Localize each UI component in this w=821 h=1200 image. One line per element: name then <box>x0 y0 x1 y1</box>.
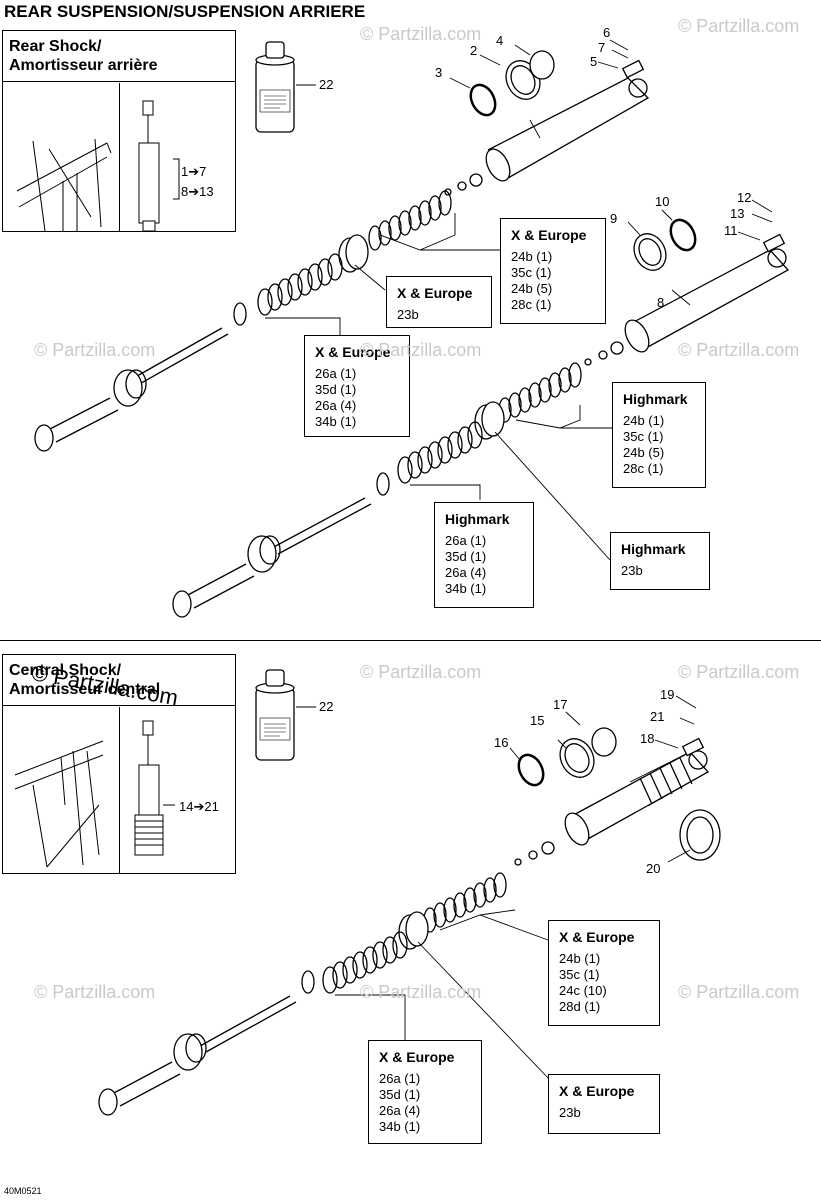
rear-range-1: 1➔7 <box>181 164 207 179</box>
rear-range-2: 8➔13 <box>181 184 214 199</box>
watermark: © Partzilla.com <box>678 662 800 682</box>
callout-rear-highmark-piston: Highmark 23b <box>610 532 710 590</box>
part-label-9: 9 <box>610 211 618 226</box>
rear-frame-sketch <box>16 100 180 231</box>
part-label-17: 17 <box>553 697 568 712</box>
watermark: © Partzilla.com <box>360 662 482 682</box>
oil-bottle-central <box>255 669 316 761</box>
rear-shock-assembly-1 <box>34 50 650 452</box>
part-label-5: 5 <box>590 54 598 69</box>
central-shock-assembly <box>98 727 721 1116</box>
part-label-21: 21 <box>650 709 665 724</box>
rear-shock-assembly-2 <box>172 218 790 618</box>
callout-central-xeurope-upper-spring: X & Europe 24b (1) 35c (1) 24c (10) 28d … <box>548 920 660 1026</box>
central-frame-sketch <box>14 720 175 868</box>
callout-rear-xeurope-upper-spring: X & Europe 24b (1) 35c (1) 24b (5) 28c (… <box>500 218 606 324</box>
drawing-number: 40M0521 <box>4 1186 42 1196</box>
central-shock-header: Central Shock/ Amortisseur central <box>3 655 235 706</box>
oil-bottle-rear <box>255 41 316 133</box>
part-label-18: 18 <box>640 731 655 746</box>
watermark: © Partzilla.com <box>360 340 482 360</box>
part-label-20: 20 <box>646 861 661 876</box>
part-label-11: 11 <box>724 223 738 238</box>
watermark: © Partzilla.com <box>678 16 800 36</box>
part-label-19: 19 <box>660 687 675 702</box>
part-label-7: 7 <box>598 40 606 55</box>
rear-shock-title-fr: Amortisseur arrière <box>9 57 158 74</box>
part-label-3: 3 <box>435 65 443 80</box>
watermark: © Partzilla.com <box>678 982 800 1002</box>
callout-rear-highmark-lower-spring: Highmark 26a (1) 35d (1) 26a (4) 34b (1) <box>434 502 534 608</box>
central-range-1: 14➔21 <box>179 799 219 814</box>
rear-shock-location-box: Rear Shock/ Amortisseur arrière 1➔7 8➔13 <box>2 30 236 232</box>
part-label-10: 10 <box>655 194 670 209</box>
watermark: © Partzilla.com <box>34 340 156 360</box>
oil-label-rear: 22 <box>319 77 334 92</box>
callout-rear-highmark-upper-spring: Highmark 24b (1) 35c (1) 24b (5) 28c (1) <box>612 382 706 488</box>
section-divider <box>0 640 821 641</box>
callout-central-xeurope-lower-spring: X & Europe 26a (1) 35d (1) 26a (4) 34b (… <box>368 1040 482 1144</box>
part-label-16: 16 <box>494 735 509 750</box>
callout-central-xeurope-piston: X & Europe 23b <box>548 1074 660 1134</box>
rear-shock-title-en: Rear Shock/ <box>9 38 102 55</box>
rear-shock-header: Rear Shock/ Amortisseur arrière <box>3 31 235 82</box>
watermark: © Partzilla.com <box>678 340 800 360</box>
watermark: © Partzilla.com <box>360 982 482 1002</box>
page-title: REAR SUSPENSION/SUSPENSION ARRIERE <box>4 2 366 21</box>
watermark: © Partzilla.com <box>360 24 482 44</box>
central-shock-location-box: Central Shock/ Amortisseur central 14➔21 <box>2 654 236 874</box>
part-label-6: 6 <box>603 25 611 40</box>
part-label-2: 2 <box>470 43 478 58</box>
part-label-12: 12 <box>737 190 752 205</box>
part-label-15: 15 <box>530 713 545 728</box>
callout-rear-xeurope-piston: X & Europe 23b <box>386 276 492 328</box>
oil-label-central: 22 <box>319 699 334 714</box>
part-label-4: 4 <box>496 33 504 48</box>
part-label-8: 8 <box>657 295 665 310</box>
callout-rear-xeurope-lower-spring: X & Europe 26a (1) 35d (1) 26a (4) 34b (… <box>304 335 410 437</box>
central-shock-title-en: Central Shock/ <box>9 662 122 679</box>
central-shock-title-fr: Amortisseur central <box>9 681 161 698</box>
watermark: © Partzilla.com <box>34 982 156 1002</box>
part-label-13: 13 <box>730 206 745 221</box>
